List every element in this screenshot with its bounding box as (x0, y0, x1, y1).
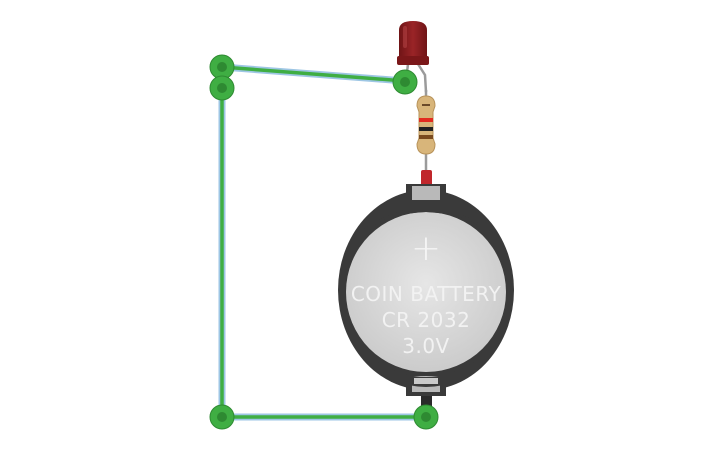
node-battery-negative[interactable] (413, 404, 439, 430)
node-top-left[interactable] (209, 54, 235, 80)
red-led[interactable] (397, 21, 429, 93)
wire-endpoint-icon (209, 75, 235, 101)
wire-endpoint-icon (413, 404, 439, 430)
coin-battery-icon (338, 170, 514, 412)
red-led-icon (397, 21, 429, 93)
node-bottom-left[interactable] (209, 404, 235, 430)
resistor-icon (416, 90, 436, 180)
wire-endpoint-icon (209, 404, 235, 430)
node-left-upper[interactable] (209, 75, 235, 101)
wire-endpoint-icon (392, 69, 418, 95)
wire-top[interactable] (218, 63, 409, 85)
resistor[interactable] (416, 90, 436, 180)
coin-battery[interactable]: + COIN BATTERY CR 2032 3.0V (338, 170, 514, 412)
battery-label-model: CR 2032 (382, 308, 471, 332)
battery-plus-sign: + (411, 228, 441, 269)
battery-label-type: COIN BATTERY (351, 282, 502, 306)
battery-label-voltage: 3.0V (402, 334, 450, 358)
node-led-anode[interactable] (392, 69, 418, 95)
